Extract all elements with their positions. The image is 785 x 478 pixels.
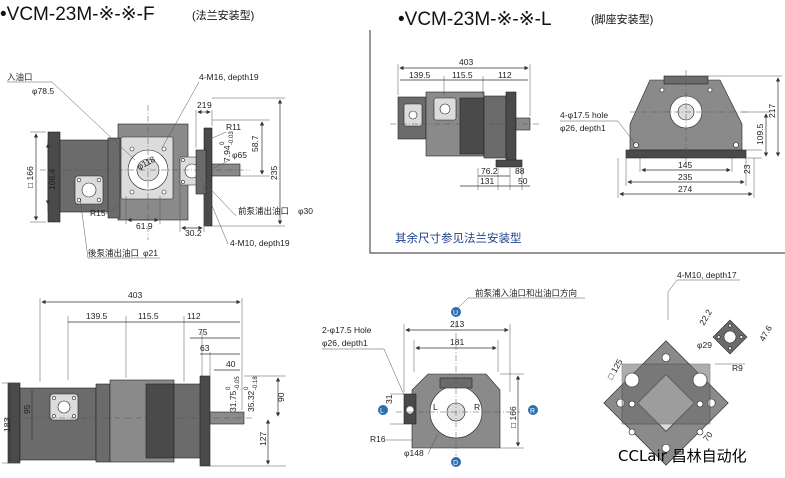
s-dim-139-5: 139.5 (86, 311, 108, 321)
dim-r15: R15 (90, 208, 106, 218)
flange-pump-top-view: □ 166 106.4 入油口 φ78.5 4-M16, depth19 21 … (7, 72, 313, 259)
l-dim-403: 403 (459, 57, 473, 67)
inlet-label: 入油口 (7, 72, 33, 82)
l-dim-112: 112 (498, 70, 512, 80)
s-dim-95: 95 (22, 404, 32, 414)
l-dim-217: 217 (767, 104, 777, 118)
l-cbore-label: φ26, depth1 (560, 123, 606, 133)
l-dim-235: 235 (678, 172, 692, 182)
l-dim-109-5: 109.5 (755, 123, 765, 145)
dim-9: 9 (207, 100, 212, 110)
f2-dim-181: 181 (450, 337, 464, 347)
dim-7-94-sup: 0 (220, 141, 226, 145)
l-dim-76-2: 76.2 (481, 166, 498, 176)
f2-dim-213: 213 (450, 319, 464, 329)
l-dim-131: 131 (480, 176, 494, 186)
marker-up (451, 307, 461, 317)
dim-30-2: 30.2 (185, 228, 202, 238)
r-dim-22-2: 22.2 (697, 307, 714, 327)
l-dim-139-5: 139.5 (409, 70, 431, 80)
dim-235: 235 (269, 166, 279, 180)
m16-label: 4-M16, depth19 (199, 72, 259, 82)
dim-58-7: 58.7 (250, 135, 260, 152)
rear-outlet-label: 後泵浦出油口 (88, 248, 139, 258)
brand-watermark: CCLair 昌林自动化 (618, 447, 747, 465)
s-dim-75: 75 (198, 327, 208, 337)
s-dim-63: 63 (200, 343, 210, 353)
l-dim-115-5: 115.5 (452, 70, 473, 80)
l-dim-88: 88 (515, 166, 525, 176)
marker-down-label: D (453, 460, 458, 467)
marker-down (451, 457, 461, 467)
l-mount-subtitle: (脚座安装型) (591, 12, 653, 26)
l-dim-145: 145 (678, 160, 692, 170)
f-model-title: •VCM-23M-※-※-F (0, 4, 155, 25)
face-r: R (474, 402, 480, 412)
f2-dim-166: □ 166 (508, 406, 518, 428)
f2-dim-31: 31 (384, 394, 394, 404)
l-model-title: •VCM-23M-※-※-L (398, 9, 552, 30)
dim-phi65: φ65 (232, 150, 247, 160)
r-m10-label: 4-M10, depth17 (677, 270, 737, 280)
l-hole-label: 4-φ17.5 hole (560, 110, 608, 120)
pump-front-view: 前泵浦入油口和出油口方向 U L R D L R 2-φ17.5 Hole φ2… (322, 288, 585, 467)
marker-right-label: R (530, 408, 535, 415)
r-dim-r9: R9 (732, 363, 743, 373)
inlet-dia: φ78.5 (32, 86, 54, 96)
s-dim-403: 403 (128, 290, 142, 300)
r-dim-47-6: 47.6 (757, 323, 774, 343)
s-dim-31-75-sub: -0.05 (235, 376, 241, 390)
foot-mount-views: 403 139.5 115.5 112 76.2 88 131 50 4-φ17… (390, 57, 782, 245)
foot-mount-frame (369, 30, 785, 254)
rear-outlet-dia: φ21 (143, 248, 158, 258)
f-mount-subtitle: (法兰安装型) (192, 8, 254, 22)
marker-up-label: U (453, 310, 458, 317)
marker-left-label: L (380, 408, 384, 415)
f2-cbore-label: φ26, depth1 (322, 338, 368, 348)
s-dim-90: 90 (276, 392, 286, 402)
s-dim-115-5: 115.5 (138, 311, 159, 321)
s-dim-35-32-sub: -0.18 (253, 376, 259, 390)
marker-right (528, 405, 538, 415)
marker-left (378, 405, 388, 415)
s-dim-112: 112 (187, 311, 201, 321)
front-outlet-dia: φ30 (298, 206, 313, 216)
l-dim-23: 23 (742, 164, 752, 174)
dim-106-4: 106.4 (47, 168, 57, 190)
front-outlet-label: 前泵浦出油口 (238, 206, 289, 216)
pump-side-view: 403 139.5 115.5 112 75 63 40 31.75 0 -0.… (2, 290, 286, 467)
dim-61-9: 61.9 (136, 221, 153, 231)
f2-top-note: 前泵浦入油口和出油口方向 (475, 288, 577, 298)
rear-port-view: 4-M10, depth17 22.2 47.6 φ29 □ 125 R9 70 (603, 270, 774, 466)
s-dim-40: 40 (226, 359, 236, 369)
l-dim-50: 50 (518, 176, 528, 186)
dim-7-94: 7.94 (222, 145, 232, 162)
s-dim-127: 127 (258, 432, 268, 446)
m10-label: 4-M10, depth19 (230, 238, 290, 248)
r-dim-phi29: φ29 (697, 340, 712, 350)
dim-r11: R11 (226, 122, 241, 132)
f2-hole-label: 2-φ17.5 Hole (322, 325, 372, 335)
f2-dim-phi148: φ148 (404, 448, 424, 458)
dim-7-94-sub: -0.03 (229, 131, 235, 145)
l-note: 其余尺寸参见法兰安装型 (395, 231, 522, 245)
dim-166: □ 166 (25, 166, 35, 188)
s-dim-35-32-sup: 0 (244, 386, 250, 390)
f2-dim-r16: R16 (370, 434, 386, 444)
s-dim-31-75: 31.75 (228, 390, 238, 412)
s-dim-31-75-sup: 0 (226, 386, 232, 390)
face-l: L (433, 402, 438, 412)
dim-21: 21 (197, 100, 207, 110)
s-dim-183: 183 (2, 418, 12, 432)
s-dim-35-32: 35.32 (246, 390, 256, 412)
l-dim-274: 274 (678, 184, 692, 194)
